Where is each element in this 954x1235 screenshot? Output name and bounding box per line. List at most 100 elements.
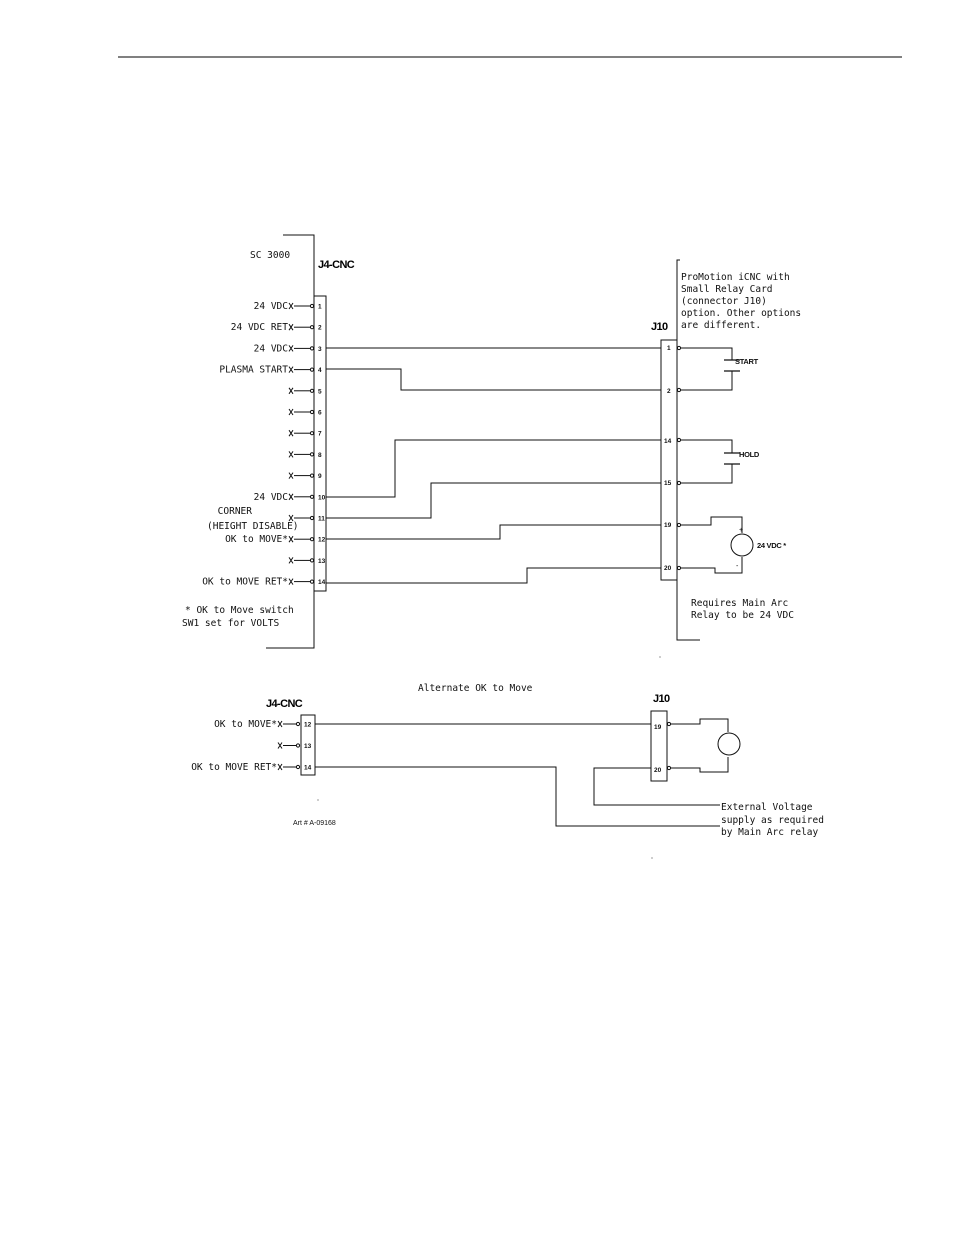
alt-j4-cnc-label: J4-CNC	[266, 698, 303, 710]
j4-cnc-label: J4-CNC	[318, 259, 355, 271]
pin-terminal	[309, 409, 315, 415]
j10-term-14	[676, 437, 682, 443]
j10-term-2	[676, 387, 682, 393]
requires-note-2: Relay to be 24 VDC	[691, 610, 794, 621]
alt-j4-pin-number: 12	[304, 722, 312, 729]
wire-pin11-to-j10-15	[326, 482, 661, 519]
supply-label: 24 VDC *	[757, 541, 786, 550]
supply-minus: -	[736, 563, 739, 570]
alt-j10-pin-19: 19	[654, 724, 662, 731]
promotion-note: ProMotion iCNC with Small Relay Card (co…	[681, 272, 801, 331]
j4-pin-number: 10	[318, 494, 326, 501]
supply-plus: +	[739, 527, 743, 534]
pin-terminal	[309, 558, 315, 563]
wire-pin4-to-j10-2	[326, 368, 661, 391]
hold-switch-contacts	[724, 452, 740, 465]
alt-j4-pin-number: 14	[304, 765, 312, 772]
alt-pin-terminal	[295, 764, 301, 770]
j4-pin-label: CORNER	[218, 506, 253, 517]
alt-j10-term-19	[666, 721, 672, 727]
stray-dot-2	[317, 799, 319, 801]
j10-term-19	[676, 522, 682, 528]
j4-terminal-strip	[313, 295, 327, 592]
footnote-line-1: * OK to Move switch	[185, 605, 294, 616]
alt-j10-strip	[650, 710, 668, 782]
j4-pin-number: 2	[318, 325, 322, 332]
alt-pin-terminal	[295, 721, 301, 727]
j10-label: J10	[651, 321, 668, 333]
j10-pin-20: 20	[664, 565, 672, 572]
j4-pin-number: 8	[318, 452, 322, 459]
j4-pin-number: 1	[318, 304, 322, 311]
j10-term-20	[676, 565, 682, 571]
promotion-note-1: ProMotion iCNC with	[681, 272, 790, 283]
pin-terminal	[309, 346, 315, 351]
alt-pin-x-mark	[277, 763, 283, 771]
stray-dot	[659, 656, 661, 658]
alt-j4-strip	[300, 714, 316, 776]
promotion-note-4: option. Other options	[681, 308, 801, 319]
j4-pin-label: OK to MOVE*	[225, 534, 288, 545]
j4-pin-number: 13	[318, 558, 326, 565]
j4-pin-label: 24 VDC RET	[231, 322, 288, 333]
pin-x-mark	[288, 302, 294, 310]
pin-x-mark	[288, 387, 294, 395]
j10-term-1	[676, 345, 682, 351]
footnote-line-2: SW1 set for VOLTS	[182, 618, 280, 629]
pin-terminal	[309, 325, 315, 330]
art-number: Art # A-09168	[293, 820, 336, 827]
pin-x-mark	[288, 493, 294, 501]
alt-j4-pin-label: OK to MOVE RET*	[191, 762, 277, 773]
alt-j10-pin-20: 20	[654, 767, 662, 774]
pin-terminal	[309, 537, 315, 542]
corner-sub-label: (HEIGHT DISABLE)	[207, 521, 299, 532]
j4-pin-number: 14	[318, 579, 326, 586]
pin-x-mark	[288, 366, 294, 373]
j4-pin-number: 9	[318, 473, 322, 480]
alt-pin-terminal	[295, 743, 301, 748]
j10-pin-2: 2	[667, 388, 671, 395]
promotion-note-2: Small Relay Card	[681, 284, 773, 295]
pin-x-mark	[288, 323, 294, 331]
pin-x-mark	[288, 557, 294, 564]
j4-pin-label: OK to MOVE RET*	[202, 577, 288, 588]
pin-x-mark	[288, 451, 294, 458]
j4-pin-number: 3	[318, 346, 322, 353]
alt-title: Alternate OK to Move	[418, 683, 533, 694]
j4-pin-number: 5	[318, 388, 322, 395]
j10-pin-19: 19	[664, 522, 672, 529]
bottom-diagram: Alternate OK to Move J4-CNC J10 12 OK to …	[191, 683, 824, 859]
j4-pin-label: 24 VDC	[254, 301, 288, 312]
hold-label: HOLD	[739, 450, 760, 459]
pin-terminal	[309, 473, 315, 478]
alt-j10-label: J10	[653, 693, 670, 705]
requires-note-1: Requires Main Arc	[691, 598, 788, 609]
supply-loop	[681, 516, 743, 574]
pin-x-mark	[288, 345, 294, 352]
alt-j10-term-20	[666, 765, 672, 771]
pin-terminal	[309, 579, 315, 584]
wire-pin10-to-j10-14	[326, 439, 661, 498]
j10-pin-terminals	[676, 345, 682, 571]
j10-pin-15: 15	[664, 480, 672, 487]
start-label: START	[735, 357, 759, 366]
hold-switch-loop	[681, 439, 733, 484]
alt-relay-circle-icon	[717, 732, 741, 756]
pin-x-mark	[288, 408, 294, 416]
supply-circle-icon	[730, 533, 754, 557]
start-switch-loop	[681, 347, 733, 391]
start-switch-contacts	[724, 359, 740, 372]
alt-pin-x-mark	[277, 742, 283, 749]
pin-x-mark	[288, 578, 294, 585]
j10-term-15	[676, 480, 682, 486]
external-note-2: supply as required	[721, 815, 824, 826]
j10-terminal-strip	[660, 339, 678, 581]
pin-terminal	[309, 303, 315, 309]
pin-x-mark	[288, 514, 294, 522]
stray-dot-3	[651, 857, 653, 859]
